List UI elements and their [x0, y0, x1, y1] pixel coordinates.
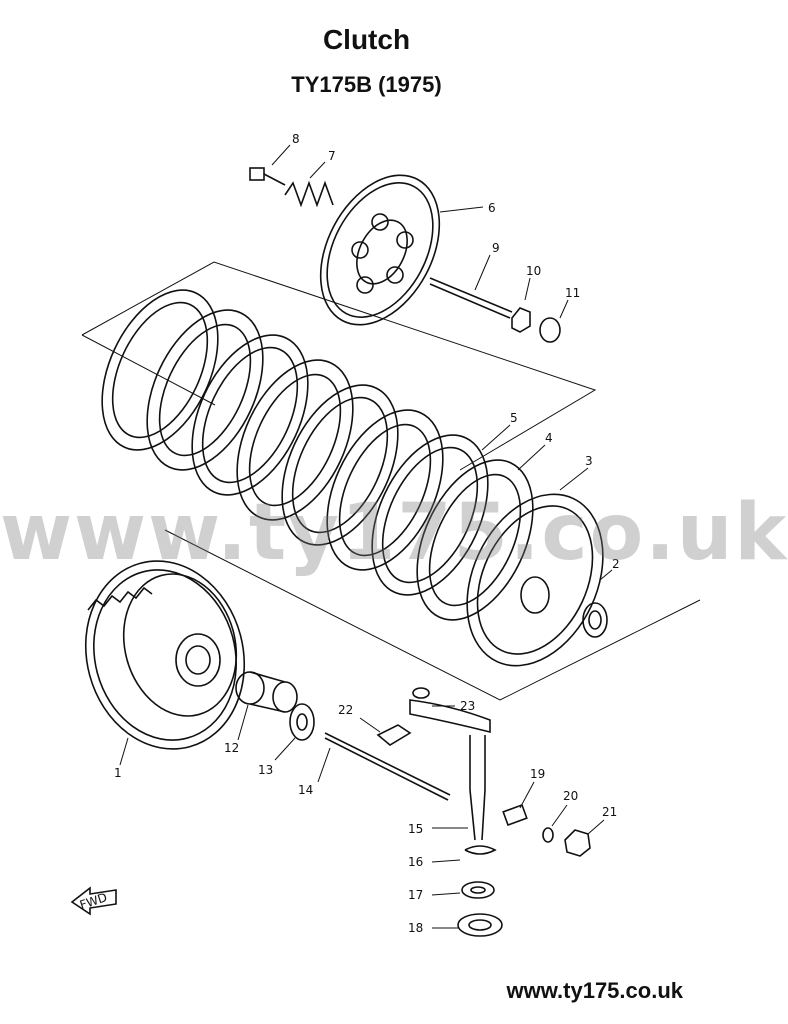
callout-12: 12 [224, 741, 239, 755]
clutch-exploded-diagram: 1 2 3 4 5 6 7 8 9 10 11 12 13 14 15 16 1… [70, 132, 701, 937]
callout-3: 3 [585, 454, 593, 468]
callout-6: 6 [488, 201, 496, 215]
page-title: Clutch [322, 24, 411, 55]
clutch-boss [466, 493, 608, 667]
callout-19: 19 [530, 767, 545, 781]
callout-7: 7 [328, 149, 336, 163]
callout-2: 2 [612, 557, 620, 571]
callout-1: 1 [114, 766, 122, 780]
callout-23: 23 [460, 699, 475, 713]
spacer-and-washer [235, 671, 451, 801]
callout-labels: 1 2 3 4 5 6 7 8 9 10 11 12 13 14 15 16 1… [114, 132, 620, 935]
callout-22: 22 [338, 703, 353, 717]
footer-url: www.ty175.co.uk [506, 978, 683, 1003]
callout-leaders [119, 144, 613, 929]
clutch-plate-stack [101, 289, 534, 621]
callout-11: 11 [565, 286, 580, 300]
page-subtitle: TY175B (1975) [291, 72, 442, 97]
callout-17: 17 [408, 888, 423, 902]
push-lever-assembly [376, 687, 591, 937]
callout-9: 9 [492, 241, 500, 255]
clutch-housing [84, 560, 246, 750]
callout-10: 10 [526, 264, 541, 278]
callout-16: 16 [408, 855, 423, 869]
callout-8: 8 [292, 132, 300, 146]
callout-21: 21 [602, 805, 617, 819]
callout-20: 20 [563, 789, 578, 803]
callout-15: 15 [408, 822, 423, 836]
callout-13: 13 [258, 763, 273, 777]
callout-14: 14 [298, 783, 313, 797]
callout-18: 18 [408, 921, 423, 935]
fwd-arrow-icon [70, 886, 117, 916]
callout-4: 4 [545, 431, 553, 445]
callout-5: 5 [510, 411, 518, 425]
pressure-plate-assembly [249, 167, 561, 343]
